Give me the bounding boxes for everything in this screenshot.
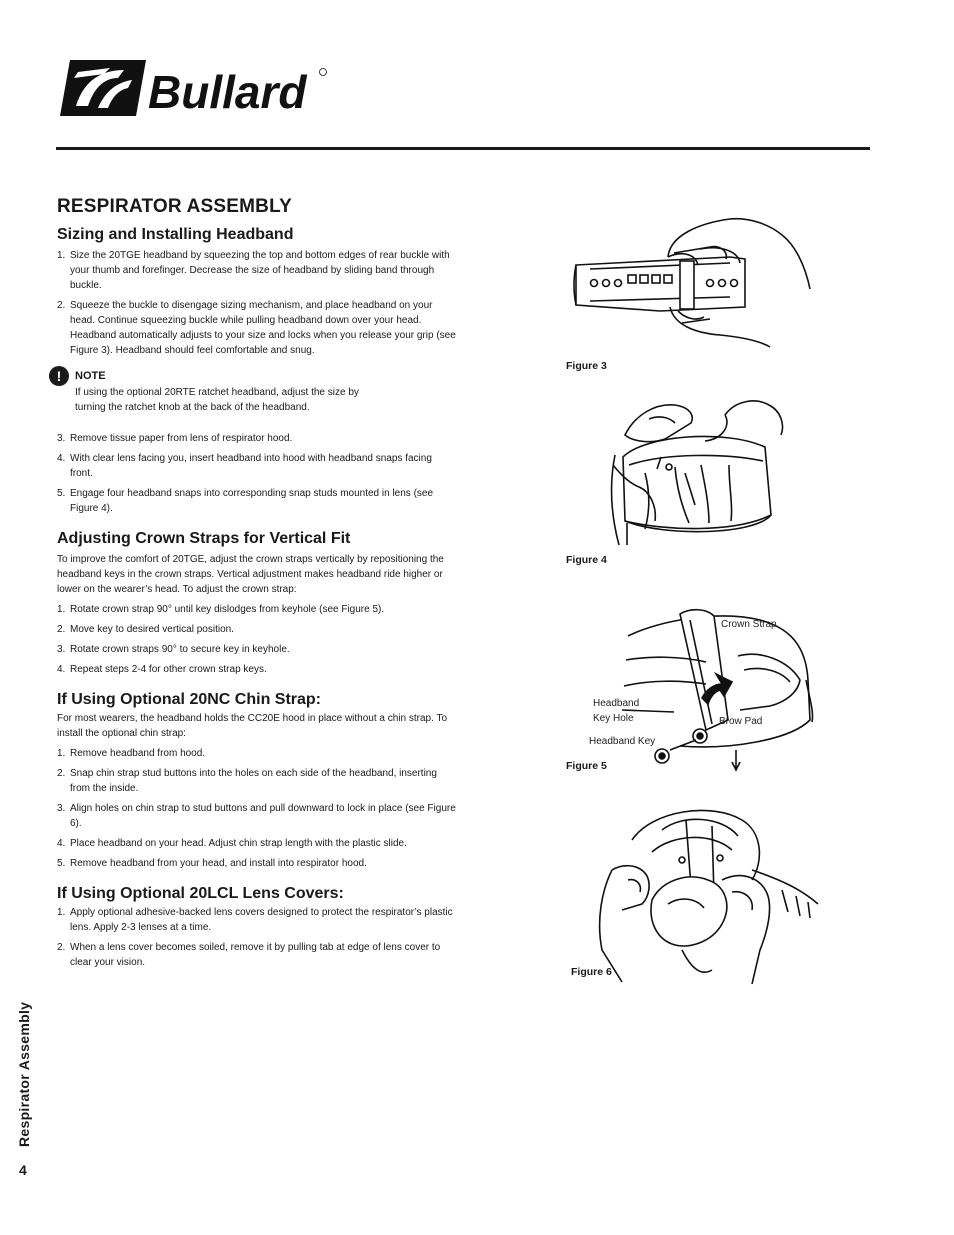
page-number: 4 <box>19 1162 27 1178</box>
chin-intro: For most wearers, the headband holds the… <box>57 713 448 739</box>
label-headband-key: Headband Key <box>589 736 656 747</box>
figure-6-caption: Figure 6 <box>571 966 612 978</box>
list-item: 5.Remove headband from your head, and in… <box>57 858 367 869</box>
crown-steps: 1.Rotate crown strap 90° until key dislo… <box>57 602 457 677</box>
section-crown: Adjusting Crown Straps for Vertical Fit … <box>57 530 457 677</box>
list-item: 4.Repeat steps 2-4 for other crown strap… <box>57 664 267 675</box>
crown-intro: To improve the comfort of 20TGE, adjust … <box>57 554 444 595</box>
list-item: 1.Apply optional adhesive-backed lens co… <box>57 907 453 933</box>
figure-6-illustration <box>592 800 822 985</box>
list-item: 3.Align holes on chin strap to stud butt… <box>57 803 456 829</box>
bullard-wordmark: Bullard <box>148 66 307 118</box>
sizing-steps-continued: 3.Remove tissue paper from lens of respi… <box>57 431 457 516</box>
figure-5-illustration <box>620 600 820 772</box>
note-box: ! NOTE If using the optional 20RTE ratch… <box>49 366 457 415</box>
list-item: 4.Place headband on your head. Adjust ch… <box>57 838 407 849</box>
list-item: 1.Remove headband from hood. <box>57 748 206 759</box>
list-item: 1.Rotate crown strap 90° until key dislo… <box>57 604 385 615</box>
list-item: 2.Move key to desired vertical position. <box>57 624 234 635</box>
figure-5-caption: Figure 5 <box>566 760 607 772</box>
list-item: 4.With clear lens facing you, insert hea… <box>57 453 432 479</box>
main-column: RESPIRATOR ASSEMBLY Sizing and Installin… <box>49 196 457 984</box>
label-crown-strap: Crown Strap <box>721 619 777 630</box>
list-item: 2.When a lens cover becomes soiled, remo… <box>57 942 441 968</box>
section-chin: If Using Optional 20NC Chin Strap: For m… <box>57 691 457 871</box>
bullard-logo: Bullard <box>58 58 330 118</box>
list-item: 2.Snap chin strap stud buttons into the … <box>57 768 437 794</box>
figure-4-caption: Figure 4 <box>566 554 607 566</box>
figure-4-illustration <box>605 395 785 560</box>
section-title-sizing: Sizing and Installing Headband <box>57 226 294 243</box>
sidebar-section-label: Respirator Assembly <box>16 1001 32 1147</box>
label-brow-pad: Brow Pad <box>719 716 763 727</box>
section-title-chin: If Using Optional 20NC Chin Strap: <box>57 691 322 708</box>
list-item: 3.Remove tissue paper from lens of respi… <box>57 433 293 444</box>
section-sizing: Sizing and Installing Headband 1.Size th… <box>49 226 457 516</box>
chin-steps: 1.Remove headband from hood. 2.Snap chin… <box>57 746 457 871</box>
list-item: 5.Engage four headband snaps into corres… <box>57 488 434 514</box>
sizing-steps: 1.Size the 20TGE headband by squeezing t… <box>57 248 457 358</box>
list-item: 1.Size the 20TGE headband by squeezing t… <box>57 250 450 291</box>
figure-3-caption: Figure 3 <box>566 360 607 372</box>
list-item: 3.Rotate crown straps 90° to secure key … <box>57 644 290 655</box>
note-title: NOTE <box>75 370 106 382</box>
header-rule <box>56 147 870 150</box>
label-headband-key-hole: Headband Key Hole <box>593 698 640 724</box>
figure-3-illustration <box>570 215 815 350</box>
lens-steps: 1.Apply optional adhesive-backed lens co… <box>57 905 457 970</box>
exclamation-icon: ! <box>49 366 69 386</box>
section-title-crown: Adjusting Crown Straps for Vertical Fit <box>57 530 351 547</box>
section-title-lens: If Using Optional 20LCL Lens Covers: <box>57 885 344 902</box>
section-lens: If Using Optional 20LCL Lens Covers: 1.A… <box>57 885 457 970</box>
list-item: 2.Squeeze the buckle to disengage sizing… <box>57 300 456 356</box>
note-text: If using the optional 20RTE ratchet head… <box>75 387 359 413</box>
page-heading: RESPIRATOR ASSEMBLY <box>57 196 293 217</box>
